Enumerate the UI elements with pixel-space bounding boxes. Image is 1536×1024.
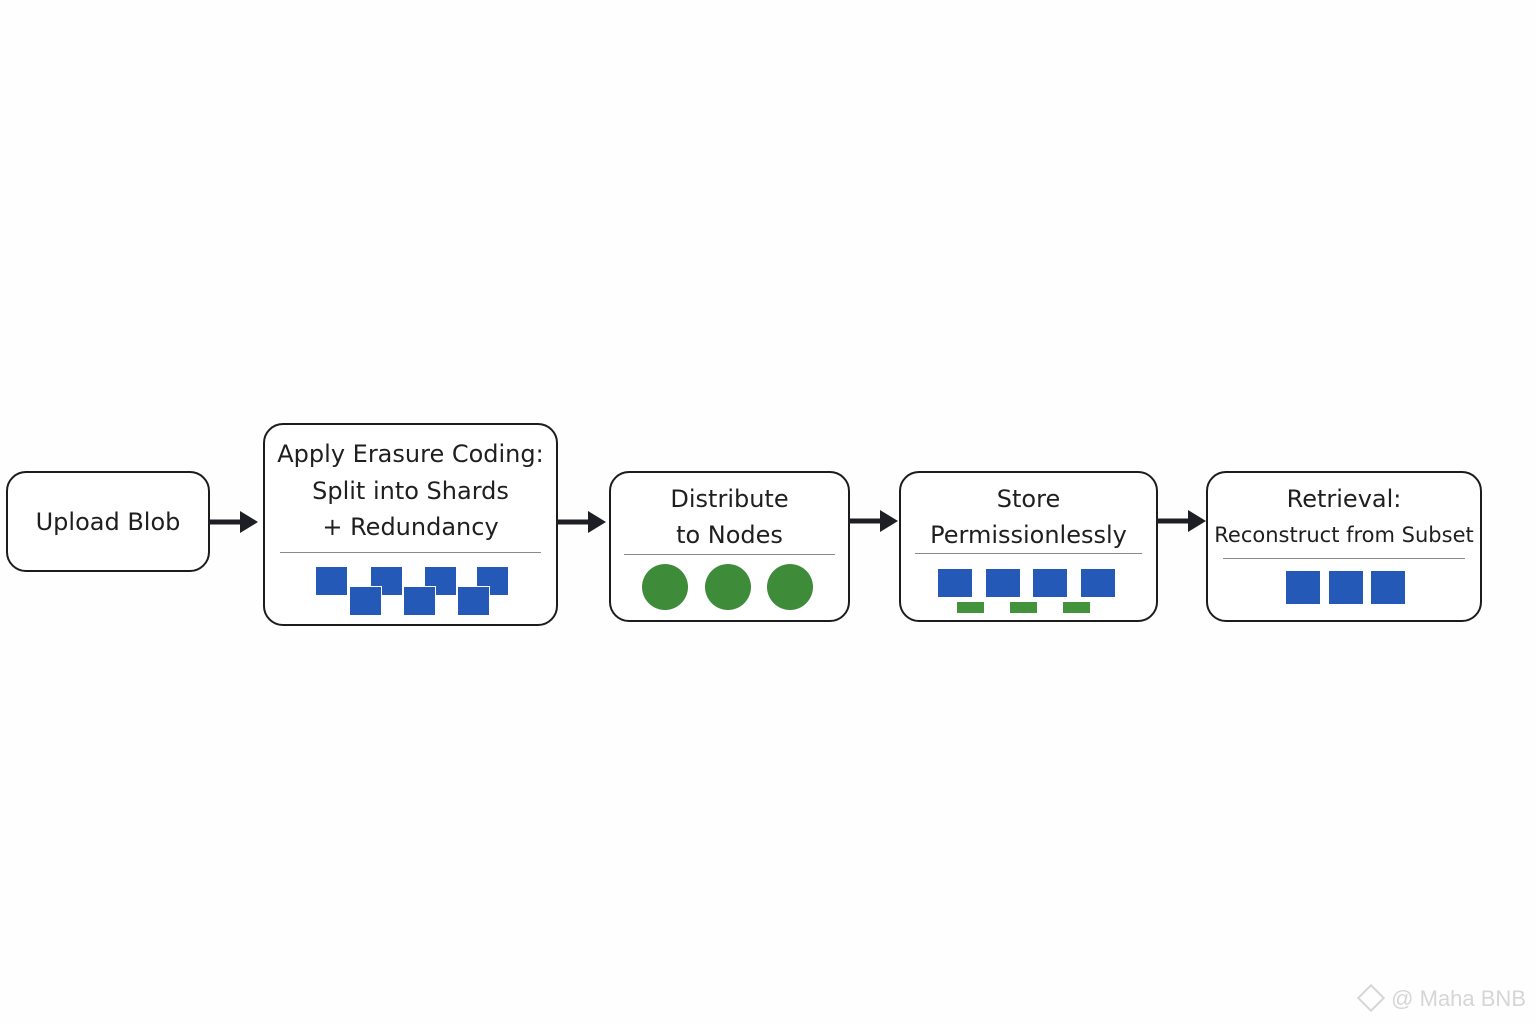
store-line-2: Permissionlessly bbox=[930, 521, 1127, 549]
retrieval-title: Retrieval: bbox=[1286, 485, 1402, 513]
binance-logo-icon bbox=[1357, 983, 1386, 1013]
distribute-line-1: Distribute bbox=[670, 485, 789, 513]
erasure-title: Apply Erasure Coding: bbox=[277, 440, 544, 468]
shard-block bbox=[424, 566, 457, 596]
arrow-2 bbox=[556, 511, 606, 533]
shard-block bbox=[315, 566, 348, 596]
redundancy-block bbox=[349, 586, 382, 616]
arrow-3 bbox=[848, 510, 898, 532]
step-store: Store Permissionlessly bbox=[899, 471, 1158, 622]
step-distribute: Distribute to Nodes bbox=[609, 471, 850, 622]
node-circle bbox=[767, 564, 813, 610]
node-bar bbox=[1063, 602, 1090, 613]
reconstructed-shard bbox=[1286, 571, 1320, 604]
stored-shard bbox=[938, 569, 972, 597]
erasure-divider bbox=[280, 552, 541, 553]
redundancy-block bbox=[403, 586, 436, 616]
node-circle bbox=[642, 564, 688, 610]
arrow-4 bbox=[1156, 510, 1206, 532]
erasure-line-3: + Redundancy bbox=[322, 513, 499, 541]
distribute-divider bbox=[624, 554, 835, 555]
stored-shard bbox=[986, 569, 1020, 597]
node-bar bbox=[957, 602, 984, 613]
step-erasure-coding: Apply Erasure Coding: Split into Shards … bbox=[263, 423, 558, 626]
distribute-line-2: to Nodes bbox=[676, 521, 783, 549]
reconstructed-shard bbox=[1371, 571, 1405, 604]
watermark-text: @ Maha BNB bbox=[1391, 986, 1526, 1011]
step-retrieval: Retrieval: Reconstruct from Subset bbox=[1206, 471, 1482, 622]
reconstructed-shard bbox=[1329, 571, 1363, 604]
store-line-1: Store bbox=[996, 485, 1061, 513]
stored-shard bbox=[1033, 569, 1067, 597]
node-bar bbox=[1010, 602, 1037, 613]
node-circle bbox=[705, 564, 751, 610]
arrow-1 bbox=[208, 511, 258, 533]
step-upload-blob: Upload Blob bbox=[6, 471, 210, 572]
step-upload-blob-label: Upload Blob bbox=[35, 508, 181, 536]
erasure-line-2: Split into Shards bbox=[312, 477, 509, 505]
watermark: @ Maha BNB bbox=[1357, 983, 1526, 1013]
stored-shard bbox=[1081, 569, 1115, 597]
store-divider bbox=[915, 553, 1142, 554]
retrieval-subtitle: Reconstruct from Subset bbox=[1214, 523, 1474, 547]
retrieval-divider bbox=[1223, 558, 1465, 559]
redundancy-block bbox=[457, 586, 490, 616]
